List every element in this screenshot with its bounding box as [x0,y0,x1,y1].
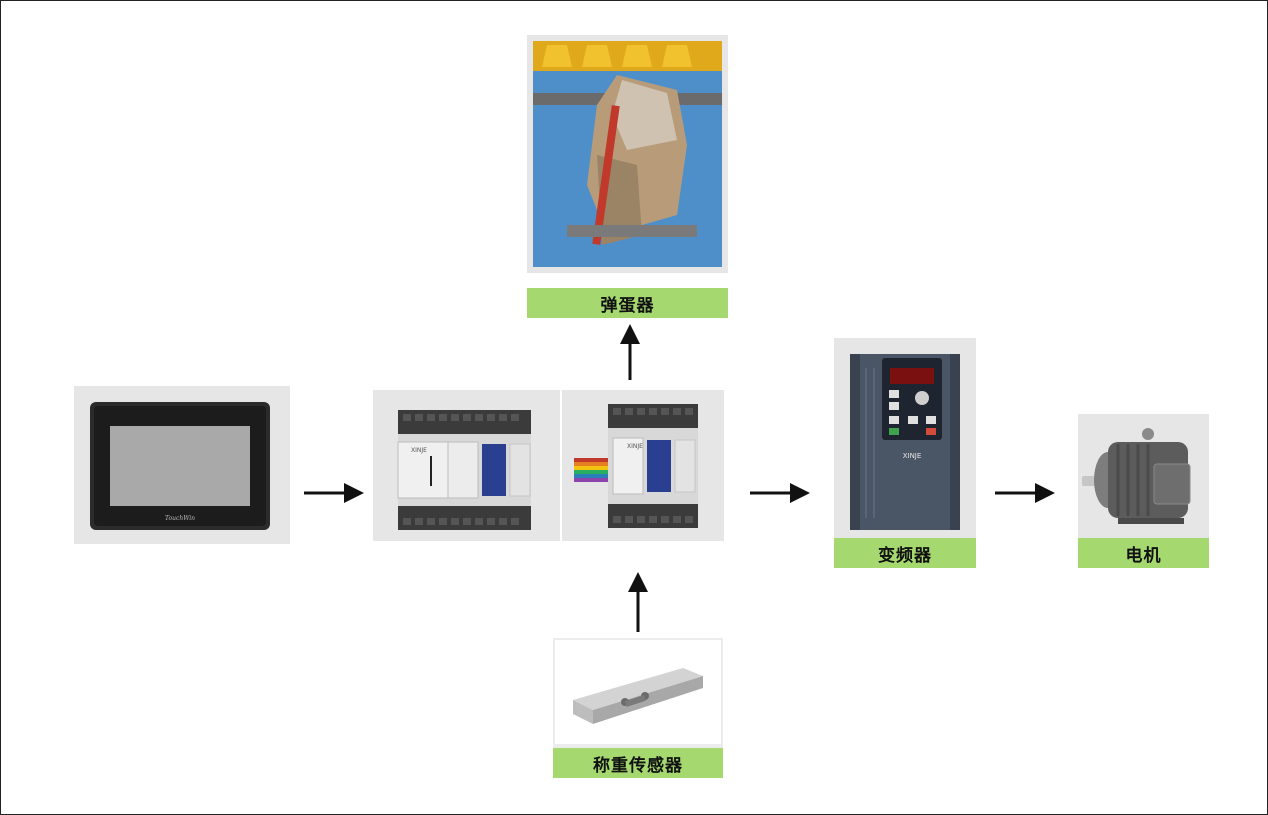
arrow-plc-to-inverter [750,483,810,503]
load-cell-node: 称重传感器 [553,638,723,778]
inverter-image: XINJE [834,338,976,538]
inverter-node: XINJE 变频器 [834,338,976,568]
egg-kicker-label: 弹蛋器 [527,288,728,318]
plc-node: XINJE XINJE [373,390,724,541]
inverter-brand-text: XINJE [903,452,922,460]
motor-image [1078,414,1209,538]
egg-kicker-image [527,35,728,273]
motor-node: 电机 [1078,414,1209,568]
motor-label: 电机 [1078,538,1209,568]
inverter-label: 变频器 [834,538,976,568]
svg-text:XINJE: XINJE [627,443,643,450]
plc-image: XINJE XINJE [373,390,724,541]
plc-brand-text: XINJE [411,447,427,454]
arrow-inverter-to-motor [995,483,1055,503]
arrow-load-cell-to-plc [628,572,648,632]
hmi-node: TouchWin [74,386,290,544]
load-cell-label: 称重传感器 [553,748,723,778]
load-cell-image [553,638,723,748]
hmi-image: TouchWin [74,386,290,544]
arrow-plc-to-egg-kicker [620,324,640,380]
hmi-brand-text: TouchWin [165,515,195,522]
arrow-hmi-to-plc [304,483,364,503]
egg-kicker-node: 弹蛋器 [527,35,728,318]
